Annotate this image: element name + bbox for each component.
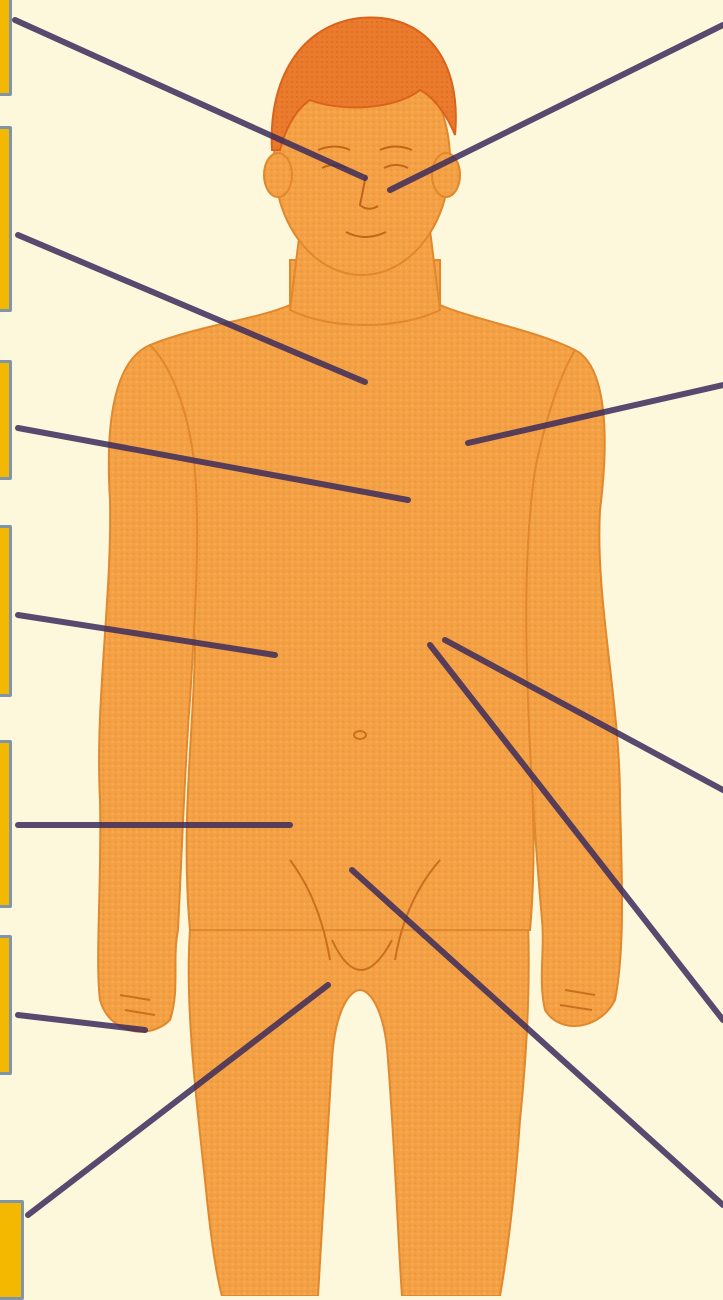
legs — [189, 920, 529, 1296]
label-box-3[interactable] — [0, 360, 12, 480]
left-ear — [264, 153, 292, 197]
label-box-5[interactable] — [0, 740, 12, 908]
torso — [148, 260, 590, 930]
label-box-2[interactable] — [0, 126, 12, 312]
label-box-4[interactable] — [0, 525, 12, 697]
label-box-6[interactable] — [0, 935, 12, 1075]
label-box-7[interactable] — [0, 1200, 24, 1300]
right-arm — [526, 350, 622, 1026]
label-box-1[interactable] — [0, 0, 12, 96]
body-silhouette — [98, 45, 622, 1296]
